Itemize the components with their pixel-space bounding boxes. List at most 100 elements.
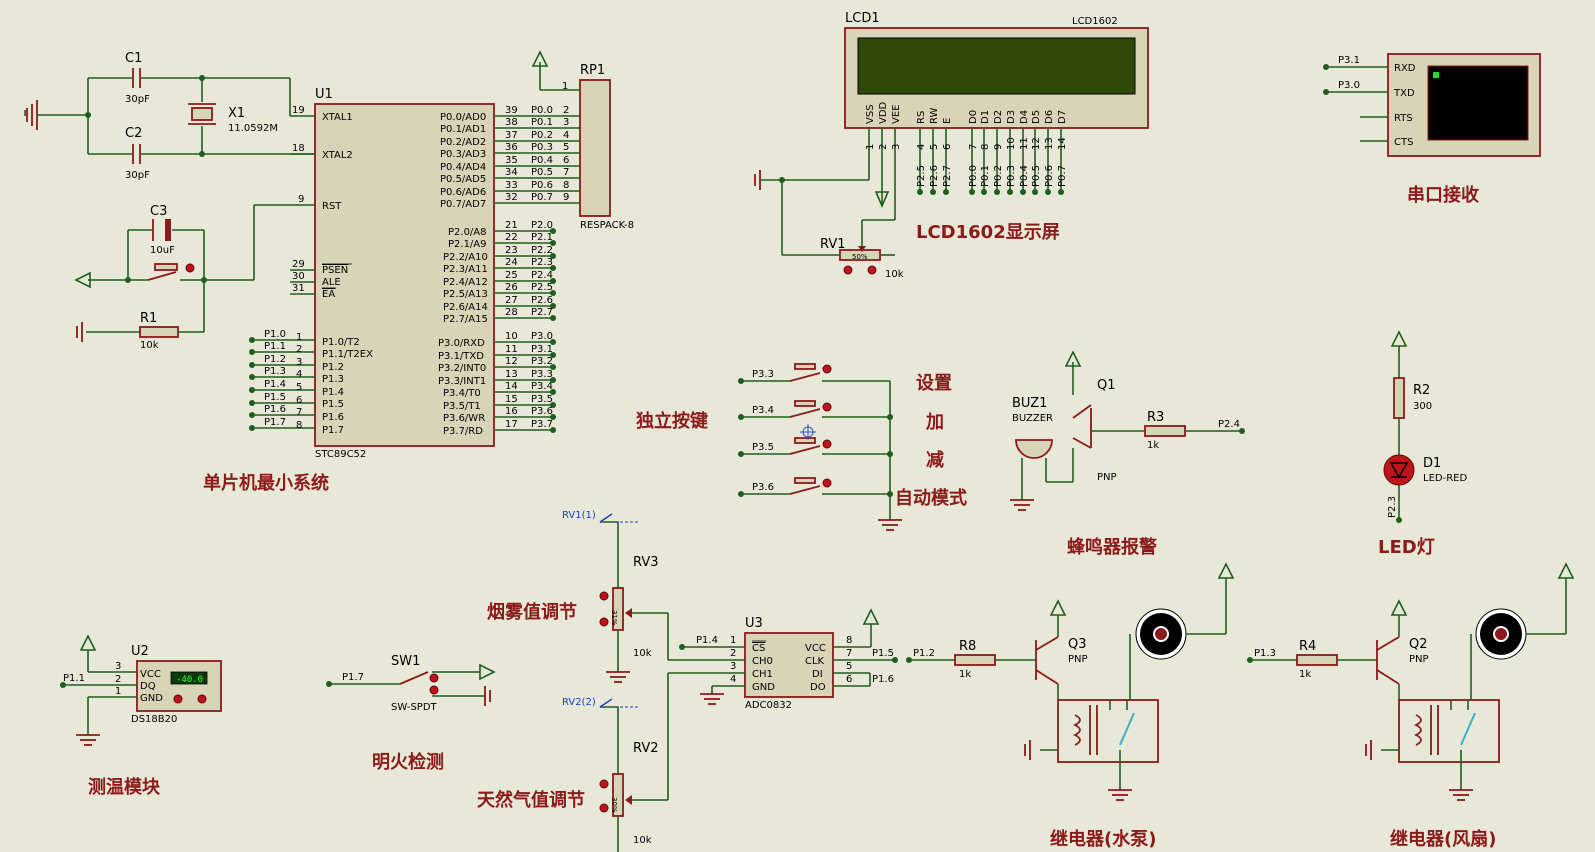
lcd-pin-label: P0.4 (1019, 165, 1030, 187)
svg-text:5: 5 (846, 661, 852, 672)
rv2-value: 10k (633, 835, 652, 846)
svg-text:CH1: CH1 (752, 669, 773, 680)
svg-text:23: 23 (505, 245, 518, 256)
svg-text:P3.3/INT1: P3.3/INT1 (438, 376, 486, 387)
crystal-x1[interactable] (188, 78, 216, 154)
svg-text:P0.3: P0.3 (531, 142, 553, 153)
svg-text:P3.0: P3.0 (531, 331, 553, 342)
capacitor-c1[interactable] (88, 68, 290, 88)
svg-text:P0.5/AD5: P0.5/AD5 (440, 174, 486, 185)
lcd-pin-label: 12 (1031, 137, 1042, 150)
svg-text:P3.3: P3.3 (531, 369, 553, 380)
svg-text:P0.7: P0.7 (531, 192, 553, 203)
svg-text:P2.4/A12: P2.4/A12 (443, 277, 488, 288)
key-net-label: P3.5 (752, 442, 774, 453)
serial-pin-label: RTS (1394, 113, 1413, 124)
svg-text:P3.7/RD: P3.7/RD (443, 426, 483, 437)
u2-part: DS18B20 (131, 714, 177, 725)
rp1-pin1: 1 (562, 81, 568, 92)
lcd-pin-label: 14 (1057, 137, 1068, 150)
ds-pin-label: VCC (140, 669, 161, 680)
lcd-pin-label: VEE (891, 105, 902, 124)
svg-text:P2.2/A10: P2.2/A10 (443, 252, 488, 263)
u1-pin-name: RST (322, 201, 342, 212)
rv3-ref: RV3 (633, 555, 659, 570)
c2-value: 30pF (125, 170, 150, 181)
svg-text:2: 2 (563, 105, 569, 116)
svg-text:P2.7: P2.7 (531, 307, 553, 318)
potentiometer-rv1[interactable] (839, 246, 881, 275)
q1-ref: Q1 (1097, 378, 1116, 393)
svg-text:2: 2 (296, 344, 302, 355)
q3-part: PNP (1068, 654, 1088, 665)
svg-text:P1.1/T2EX: P1.1/T2EX (322, 349, 373, 360)
svg-text:5: 5 (296, 382, 302, 393)
svg-text:P1.6: P1.6 (872, 674, 894, 685)
svg-text:P0.5: P0.5 (531, 167, 553, 178)
lcd1602-display[interactable] (844, 27, 1149, 129)
lcd-pin-label: D1 (980, 110, 991, 124)
svg-text:15: 15 (505, 394, 518, 405)
key-switches[interactable] (738, 363, 902, 531)
adc-u3[interactable] (668, 608, 898, 705)
svg-text:P0.2: P0.2 (531, 130, 553, 141)
svg-text:P3.5/T1: P3.5/T1 (443, 401, 481, 412)
ds-pin-num: 3 (115, 661, 121, 672)
key-set-label: 设置 (916, 373, 952, 394)
u1-pin-name: ALE (322, 277, 341, 288)
lcd-pin-label: P0.1 (980, 165, 991, 187)
u1-pin-num: 18 (292, 143, 305, 154)
p1-port-wires (249, 337, 315, 431)
svg-text:P0.2/AD2: P0.2/AD2 (440, 137, 486, 148)
smoke-pot-rv3[interactable] (599, 513, 669, 683)
buz1-part: BUZZER (1012, 413, 1053, 424)
mcu-u1-body[interactable] (314, 103, 495, 447)
relay-fan-circuit[interactable] (1247, 562, 1575, 801)
u1-pin-num: 29 (292, 259, 305, 270)
svg-text:4: 4 (730, 674, 736, 685)
svg-text:P1.2: P1.2 (322, 362, 344, 373)
u1-part: STC89C52 (315, 449, 366, 460)
svg-text:P1.7: P1.7 (264, 417, 286, 428)
x1-ref: X1 (228, 106, 245, 121)
svg-text:14: 14 (505, 381, 518, 392)
serial-terminal[interactable] (1323, 53, 1541, 157)
svg-text:P1.5: P1.5 (264, 392, 286, 403)
svg-text:35: 35 (505, 155, 518, 166)
r1-ref: R1 (140, 311, 157, 326)
section-title-relay-fan: 继电器(风扇) (1390, 828, 1496, 850)
relay-pump-circuit[interactable] (906, 562, 1235, 801)
buzzer-circuit[interactable] (1010, 350, 1245, 511)
rv2-percent: 30% (610, 797, 618, 813)
q2-ref: Q2 (1409, 637, 1428, 652)
svg-text:7: 7 (846, 648, 852, 659)
serial-net-label: P3.1 (1338, 55, 1360, 66)
c2-ref: C2 (125, 126, 142, 141)
svg-text:P3.5: P3.5 (531, 394, 553, 405)
switch-sw1[interactable] (326, 663, 496, 706)
lcd-pin-label: 6 (942, 144, 953, 150)
lcd-pin-label: P2.6 (929, 165, 940, 187)
temperature-sensor-u2[interactable] (60, 634, 222, 746)
lcd-pin-label: RS (916, 111, 927, 124)
u1-pin-name: XTAL1 (322, 112, 353, 123)
pump-net-label: P1.2 (913, 648, 935, 659)
svg-text:P1.4: P1.4 (322, 387, 344, 398)
resistor-pack-rp1[interactable] (531, 50, 611, 217)
sw1-ref: SW1 (391, 654, 420, 669)
capacitor-c2[interactable] (88, 144, 315, 164)
ds-pin-label: GND (140, 693, 163, 704)
svg-text:P3.6: P3.6 (531, 406, 553, 417)
svg-text:P0.3/AD3: P0.3/AD3 (440, 149, 486, 160)
svg-text:P2.4: P2.4 (531, 270, 553, 281)
gas-pot-rv2[interactable] (599, 673, 669, 852)
ground-symbol-xtal (24, 100, 88, 130)
r1-value: 10k (140, 340, 159, 351)
lcd-pin-label: D7 (1057, 110, 1068, 124)
svg-text:27: 27 (505, 295, 518, 306)
u1-pin-name: EA (322, 289, 335, 300)
svg-text:DI: DI (812, 669, 823, 680)
led-circuit[interactable] (1383, 330, 1415, 523)
lcd-pin-label: VDD (878, 101, 889, 124)
svg-text:P1.5: P1.5 (322, 399, 344, 410)
